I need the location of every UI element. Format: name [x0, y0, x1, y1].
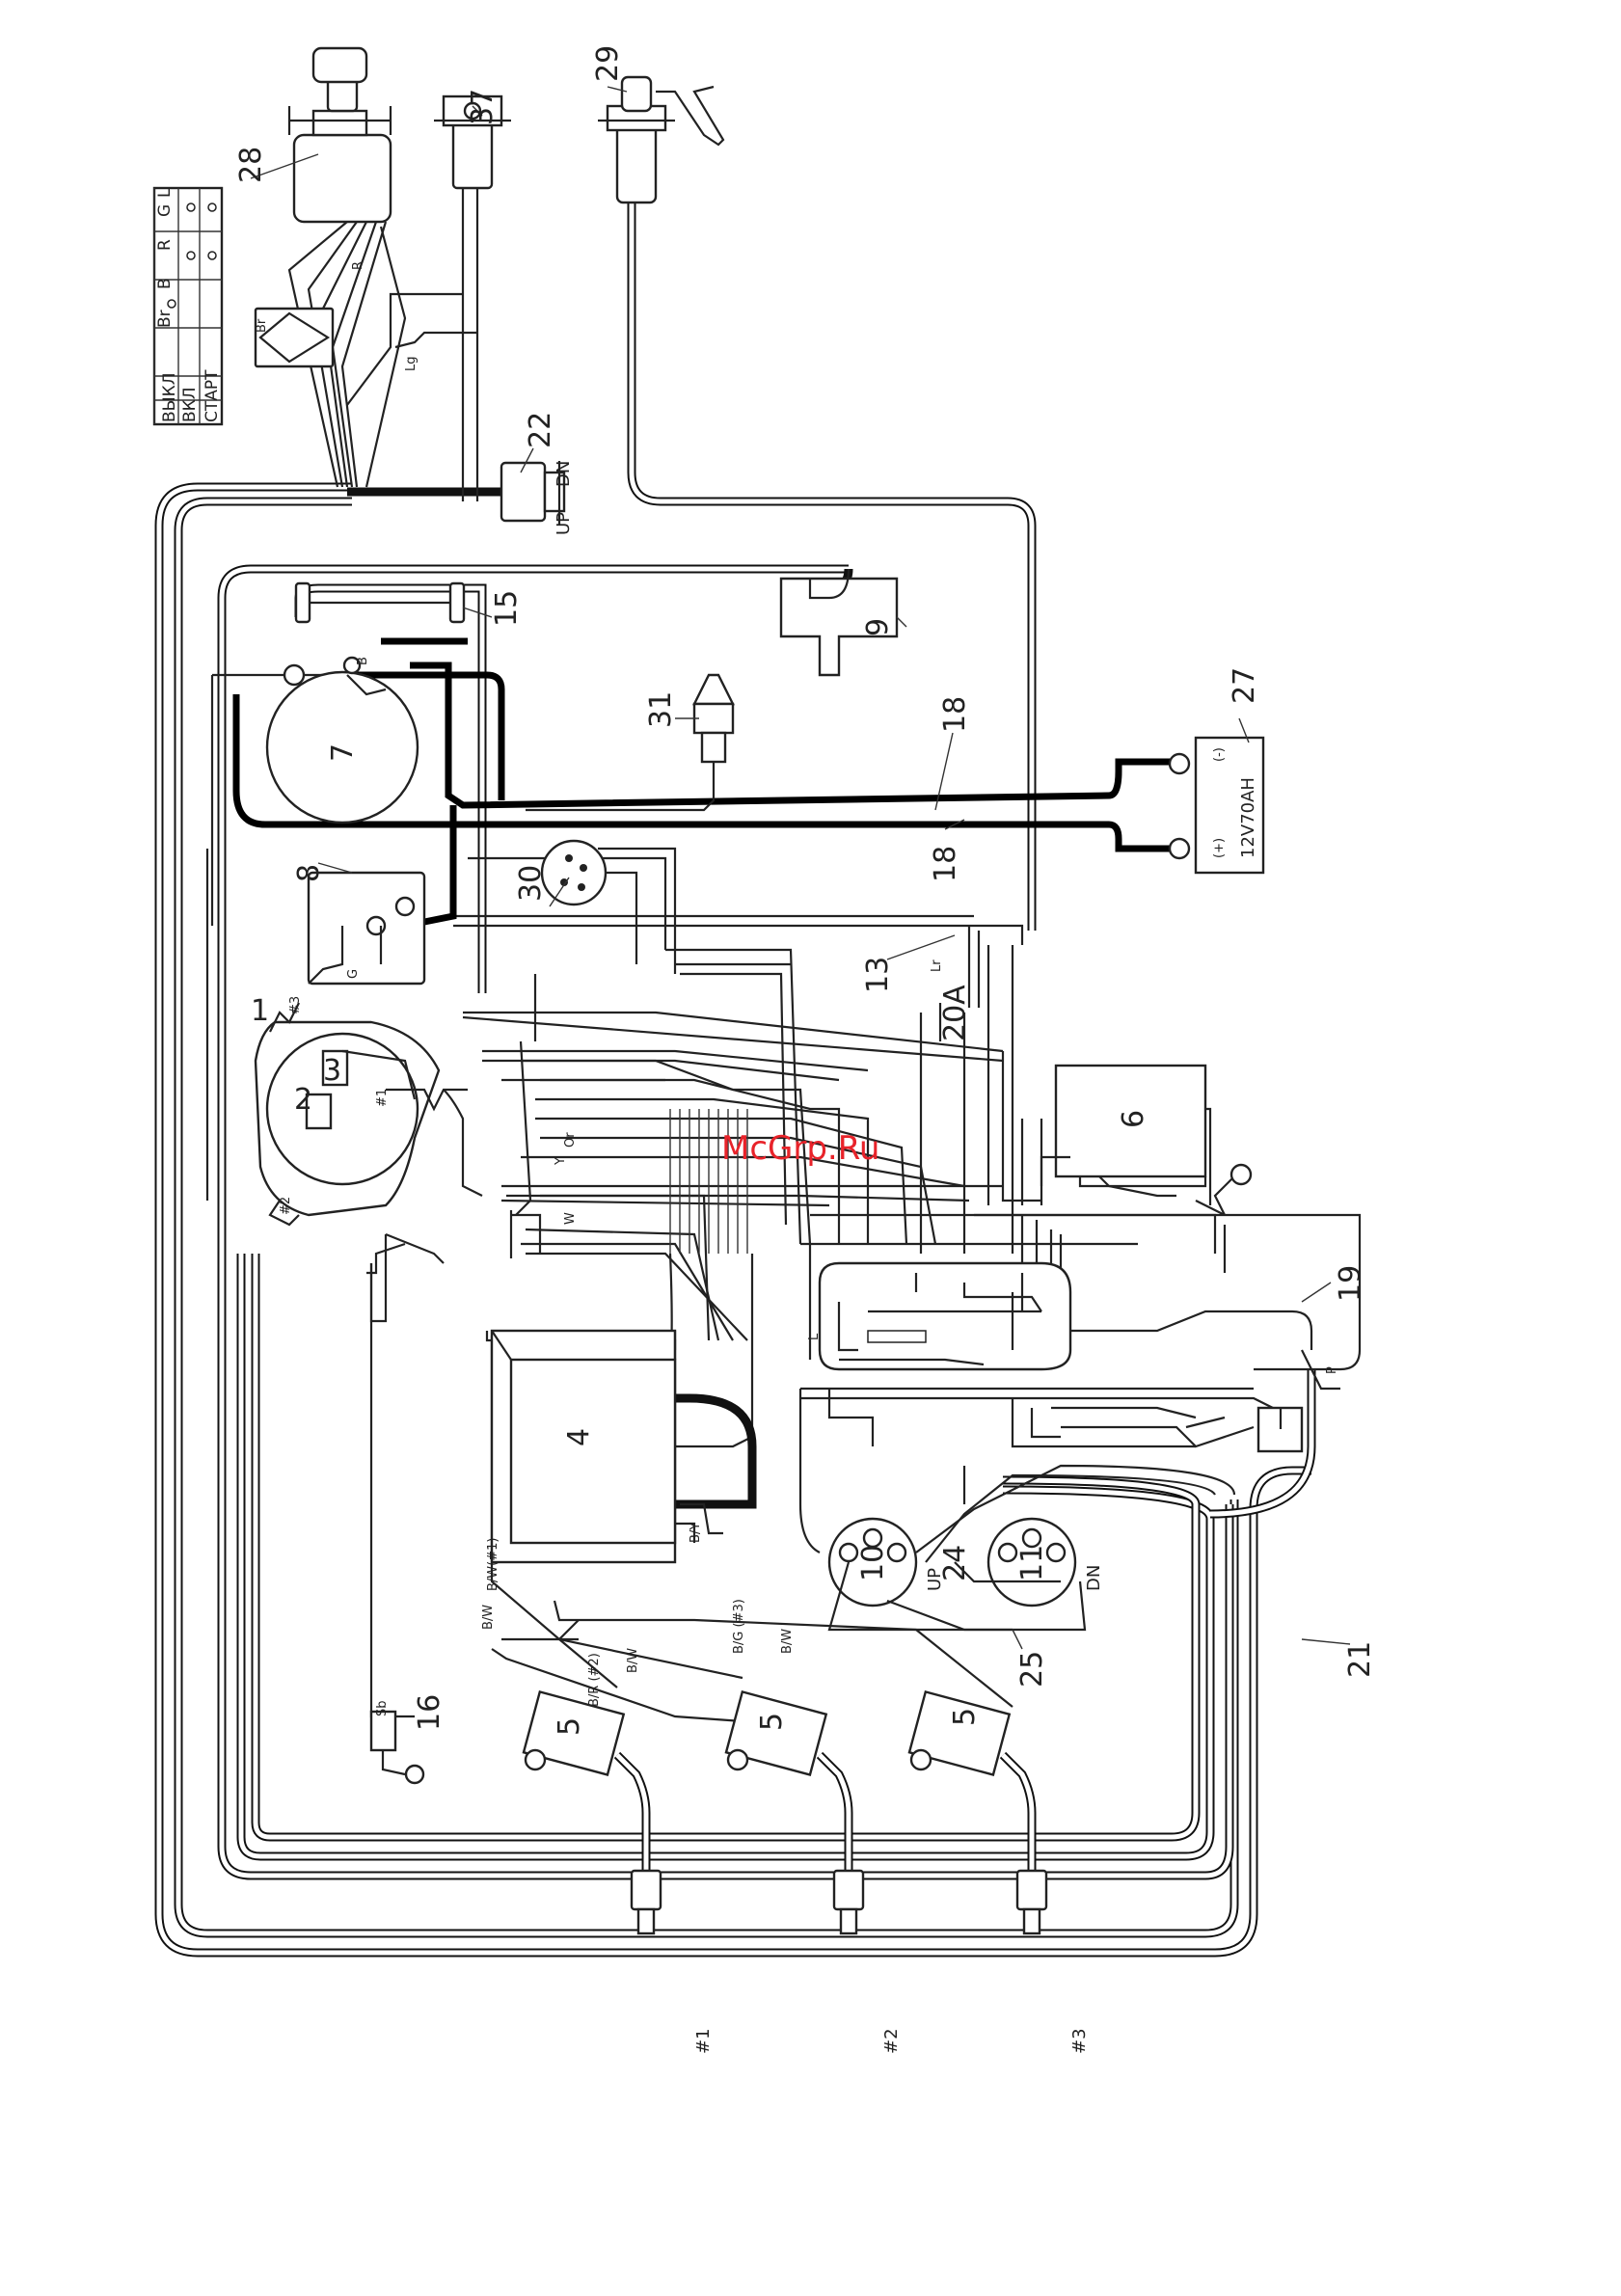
callout-5b: 5	[755, 1713, 789, 1731]
wire-code-r: R	[351, 261, 365, 270]
callout-5a: 5	[553, 1717, 586, 1736]
callout-4: 4	[562, 1428, 596, 1446]
key-switch-28	[256, 48, 405, 487]
callout-21: 21	[1343, 1641, 1377, 1678]
starter-motor-7	[267, 658, 418, 823]
callout-20a: 20A	[938, 985, 972, 1041]
sensor-30	[542, 841, 675, 974]
cylinder-1-label: #1	[693, 2028, 714, 2054]
stator-mark-2: #2	[279, 1197, 293, 1215]
wire-code-p: P	[1325, 1366, 1339, 1374]
table-header-r: R	[155, 239, 175, 251]
wire-code-lg: Lg	[404, 357, 419, 372]
callout-15: 15	[490, 590, 524, 627]
battery-negative: (-)	[1212, 747, 1227, 762]
coil-wire-bw-c: B/W	[780, 1629, 795, 1654]
callout-18a: 18	[938, 696, 972, 733]
stator-flywheel	[256, 1003, 482, 1225]
stator-mark-1: #1	[375, 1089, 390, 1107]
table-header-l: L	[155, 188, 175, 198]
wire-code-y: Y	[554, 1157, 568, 1166]
ignition-coil-cyl1	[524, 1691, 661, 1933]
callout-29: 29	[591, 45, 625, 82]
callout-3: 3	[323, 1054, 341, 1088]
callout-19: 19	[1334, 1265, 1367, 1302]
callout-25: 25	[1015, 1651, 1049, 1688]
callout-2: 2	[294, 1083, 312, 1117]
callout-9: 9	[861, 618, 895, 636]
callout-22: 22	[524, 412, 557, 448]
table-header-b: B	[155, 278, 175, 289]
table-row-off: ВЫКЛ	[160, 372, 179, 422]
coil-wire-br2: B/R (#2)	[587, 1653, 602, 1707]
trim-motor-up: UP	[925, 1568, 945, 1591]
cylinder-3-label: #3	[1069, 2028, 1090, 2054]
battery-rating: 12V70AH	[1238, 777, 1258, 858]
callout-16: 16	[413, 1694, 446, 1731]
key-switch-table: Br B R G L ВЫКЛ ВКЛ СТАРТ	[154, 188, 222, 424]
wire-code-lr: Lr	[930, 959, 944, 972]
callout-8: 8	[292, 864, 326, 882]
wire-code-w: W	[563, 1212, 578, 1225]
callout-7: 7	[326, 743, 360, 762]
callout-11: 11	[1015, 1545, 1049, 1581]
stator-mark-3: #3	[288, 996, 303, 1014]
junction-box-19	[820, 1263, 1311, 1369]
wire-code-g: G	[346, 969, 361, 979]
trim-motor-dn: DN	[1084, 1565, 1104, 1591]
callout-10: 10	[856, 1545, 890, 1581]
coil-wire-bw1: B/W(#1)	[486, 1538, 500, 1591]
table-header-g: G	[155, 204, 175, 217]
battery-positive: (+)	[1212, 838, 1227, 858]
wire-code-by: B/Y	[689, 1523, 703, 1543]
callout-18b: 18	[929, 846, 962, 882]
callout-27: 27	[1228, 667, 1261, 704]
coil-wire-bg3: B/G (#3)	[732, 1599, 746, 1654]
coil-wire-bw-b: B/W	[626, 1648, 640, 1673]
table-header-br: Br	[155, 310, 175, 328]
starter-relay-8	[309, 873, 424, 984]
wire-code-b: B	[356, 657, 370, 665]
ignition-coil-cyl2	[726, 1691, 863, 1933]
callout-37: 37	[466, 89, 500, 125]
wire-code-l: L	[807, 1333, 822, 1340]
table-row-start: СТАРТ	[203, 369, 222, 422]
lanyard-switch-29	[598, 77, 723, 203]
cylinder-2-label: #2	[881, 2028, 902, 2054]
watermark: McGrp.Ru	[721, 1129, 879, 1168]
table-row-on: ВКЛ	[180, 387, 200, 422]
callout-31: 31	[644, 691, 678, 728]
neutral-switch-31	[526, 675, 733, 810]
trim-switch-dn: DN	[554, 461, 574, 487]
callout-5c: 5	[948, 1708, 982, 1726]
callout-1: 1	[251, 994, 269, 1028]
wire-code-sb: Sb	[375, 1700, 390, 1716]
ignition-coil-cyl3	[909, 1691, 1046, 1933]
trim-switch-up: UP	[554, 512, 574, 535]
callout-6: 6	[1117, 1110, 1150, 1128]
callout-28: 28	[234, 147, 268, 183]
wire-code-br: Br	[255, 318, 269, 333]
coil-wire-bw: B/W	[481, 1605, 496, 1630]
callout-13: 13	[861, 957, 895, 993]
callout-30: 30	[514, 865, 548, 902]
wire-code-or: Or	[563, 1132, 578, 1148]
